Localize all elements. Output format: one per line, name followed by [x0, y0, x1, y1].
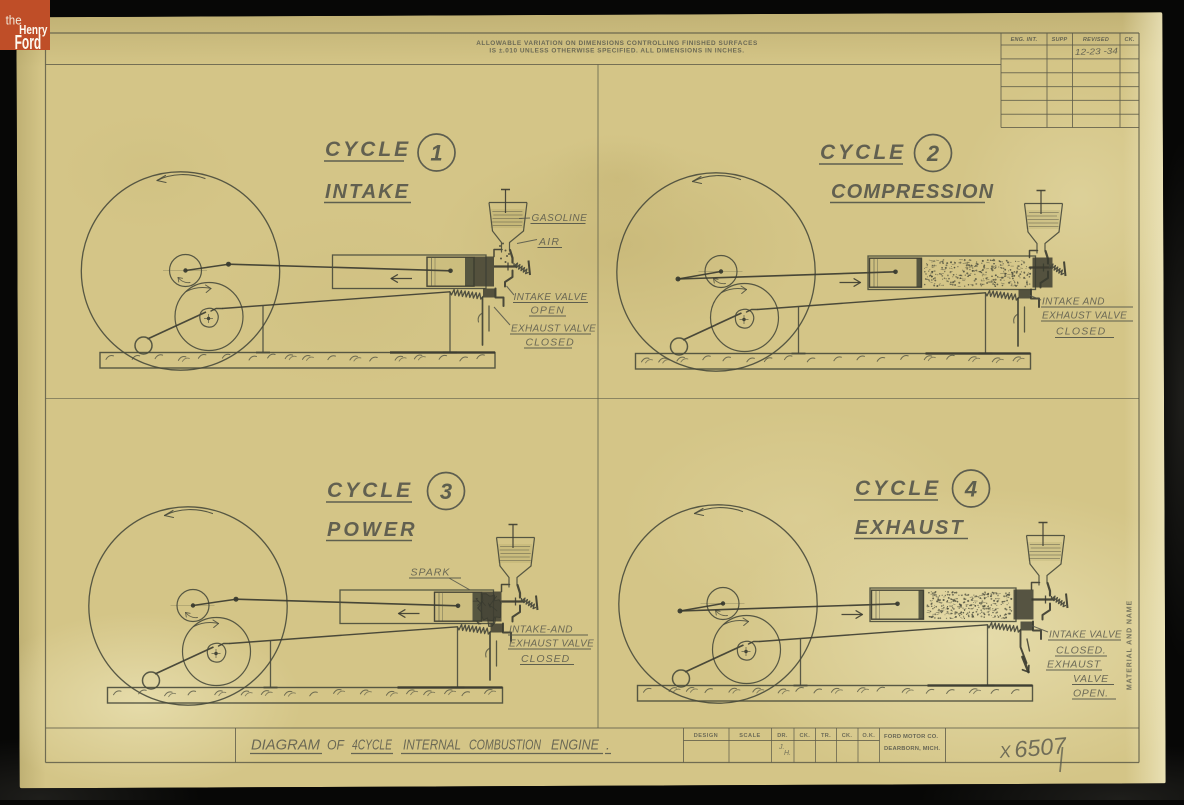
svg-text:FORD MOTOR CO.: FORD MOTOR CO.	[884, 734, 938, 740]
svg-text:DEARBORN, MICH.: DEARBORN, MICH.	[884, 746, 940, 752]
svg-text:INTAKE: INTAKE	[325, 181, 410, 203]
svg-text:IS ±.010 UNLESS OTHERWISE SPEC: IS ±.010 UNLESS OTHERWISE SPECIFIED. ALL…	[489, 48, 744, 55]
svg-text:OPEN.: OPEN.	[1073, 688, 1109, 700]
svg-text:OF: OF	[327, 738, 345, 753]
svg-text:ENG. INT.: ENG. INT.	[1011, 37, 1038, 43]
svg-text:EXHAUST: EXHAUST	[1047, 659, 1102, 671]
svg-text:2: 2	[926, 141, 940, 166]
svg-text:VALVE: VALVE	[1073, 673, 1109, 685]
svg-text:CLOSED: CLOSED	[521, 653, 570, 665]
svg-text:EXHAUST: EXHAUST	[855, 517, 965, 539]
svg-text:SUPP: SUPP	[1052, 37, 1068, 43]
svg-text:6507: 6507	[1013, 732, 1068, 763]
svg-text:INTAKE AND: INTAKE AND	[1042, 297, 1105, 308]
svg-text:INTAKE-AND: INTAKE-AND	[509, 625, 573, 636]
svg-text:Ford: Ford	[15, 32, 42, 54]
svg-text:GASOLINE: GASOLINE	[532, 213, 588, 224]
svg-text:4CYCLE: 4CYCLE	[352, 738, 392, 754]
svg-text:COMBUSTION: COMBUSTION	[469, 738, 541, 754]
svg-text:CK.: CK.	[1124, 37, 1134, 43]
svg-text:CYCLE: CYCLE	[327, 479, 413, 502]
svg-text:CLOSED: CLOSED	[526, 337, 575, 349]
svg-text:POWER: POWER	[327, 519, 418, 541]
svg-text:OPEN: OPEN	[531, 305, 566, 317]
svg-text:X: X	[998, 742, 1013, 762]
svg-text:REVISED: REVISED	[1083, 37, 1109, 43]
svg-text:SPARK: SPARK	[411, 567, 451, 579]
svg-text:1: 1	[430, 141, 442, 166]
svg-text:CYCLE: CYCLE	[325, 138, 411, 161]
svg-text:.: .	[606, 737, 610, 753]
svg-text:4: 4	[964, 477, 977, 502]
svg-text:TR.: TR.	[821, 733, 831, 739]
svg-text:AIR: AIR	[538, 236, 560, 248]
svg-text:SCALE: SCALE	[739, 733, 760, 739]
svg-text:ALLOWABLE VARIATION ON DIMENSI: ALLOWABLE VARIATION ON DIMENSIONS CONTRO…	[476, 40, 758, 47]
svg-text:O.K.: O.K.	[862, 733, 875, 739]
svg-text:CYCLE: CYCLE	[820, 141, 906, 164]
svg-text:CK.: CK.	[800, 733, 811, 739]
svg-text:CLOSED.: CLOSED.	[1056, 645, 1106, 657]
svg-text:3: 3	[440, 479, 452, 504]
svg-text:CYCLE: CYCLE	[855, 477, 941, 500]
svg-text:EXHAUST VALVE: EXHAUST VALVE	[511, 324, 596, 335]
svg-text:ENGINE: ENGINE	[551, 738, 599, 754]
svg-text:CK.: CK.	[842, 733, 853, 739]
svg-text:CLOSED: CLOSED	[1056, 326, 1106, 338]
svg-text:COMPRESSION: COMPRESSION	[831, 181, 994, 203]
svg-text:EXHAUST VALVE: EXHAUST VALVE	[509, 639, 594, 650]
svg-text:INTAKE VALVE: INTAKE VALVE	[514, 292, 588, 303]
svg-text:EXHAUST VALVE: EXHAUST VALVE	[1042, 311, 1127, 322]
svg-text:DIAGRAM: DIAGRAM	[251, 737, 320, 754]
svg-text:MATERIAL AND NAME: MATERIAL AND NAME	[1127, 600, 1134, 690]
svg-text:DESIGN: DESIGN	[694, 733, 718, 739]
svg-text:DR.: DR.	[777, 733, 788, 739]
svg-text:INTAKE VALVE: INTAKE VALVE	[1049, 630, 1122, 641]
svg-text:INTERNAL: INTERNAL	[403, 738, 461, 754]
svg-text:H.: H.	[784, 750, 791, 757]
svg-text:12-23 -34: 12-23 -34	[1075, 45, 1119, 57]
